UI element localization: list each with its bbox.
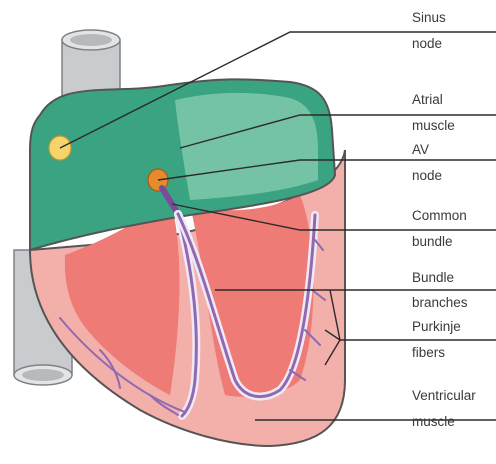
- label-common-bundle-1: Common: [412, 208, 467, 223]
- label-av-node-1: AV: [412, 142, 429, 157]
- label-ventricular-muscle-2: muscle: [412, 414, 455, 429]
- atrial-chamber: [175, 93, 318, 200]
- labels: Sinus node Atrial muscle AV node Common …: [412, 10, 476, 429]
- label-av-node-2: node: [412, 168, 442, 183]
- label-sinus-node-2: node: [412, 36, 442, 51]
- label-purkinje-fibers-2: fibers: [412, 345, 445, 360]
- label-purkinje-fibers-1: Purkinje: [412, 319, 461, 334]
- label-bundle-branches-2: branches: [412, 295, 468, 310]
- label-atrial-muscle-2: muscle: [412, 118, 455, 133]
- label-bundle-branches-1: Bundle: [412, 270, 454, 285]
- label-common-bundle-2: bundle: [412, 234, 453, 249]
- label-ventricular-muscle-1: Ventricular: [412, 388, 476, 403]
- label-atrial-muscle-1: Atrial: [412, 92, 443, 107]
- label-sinus-node-1: Sinus: [412, 10, 446, 25]
